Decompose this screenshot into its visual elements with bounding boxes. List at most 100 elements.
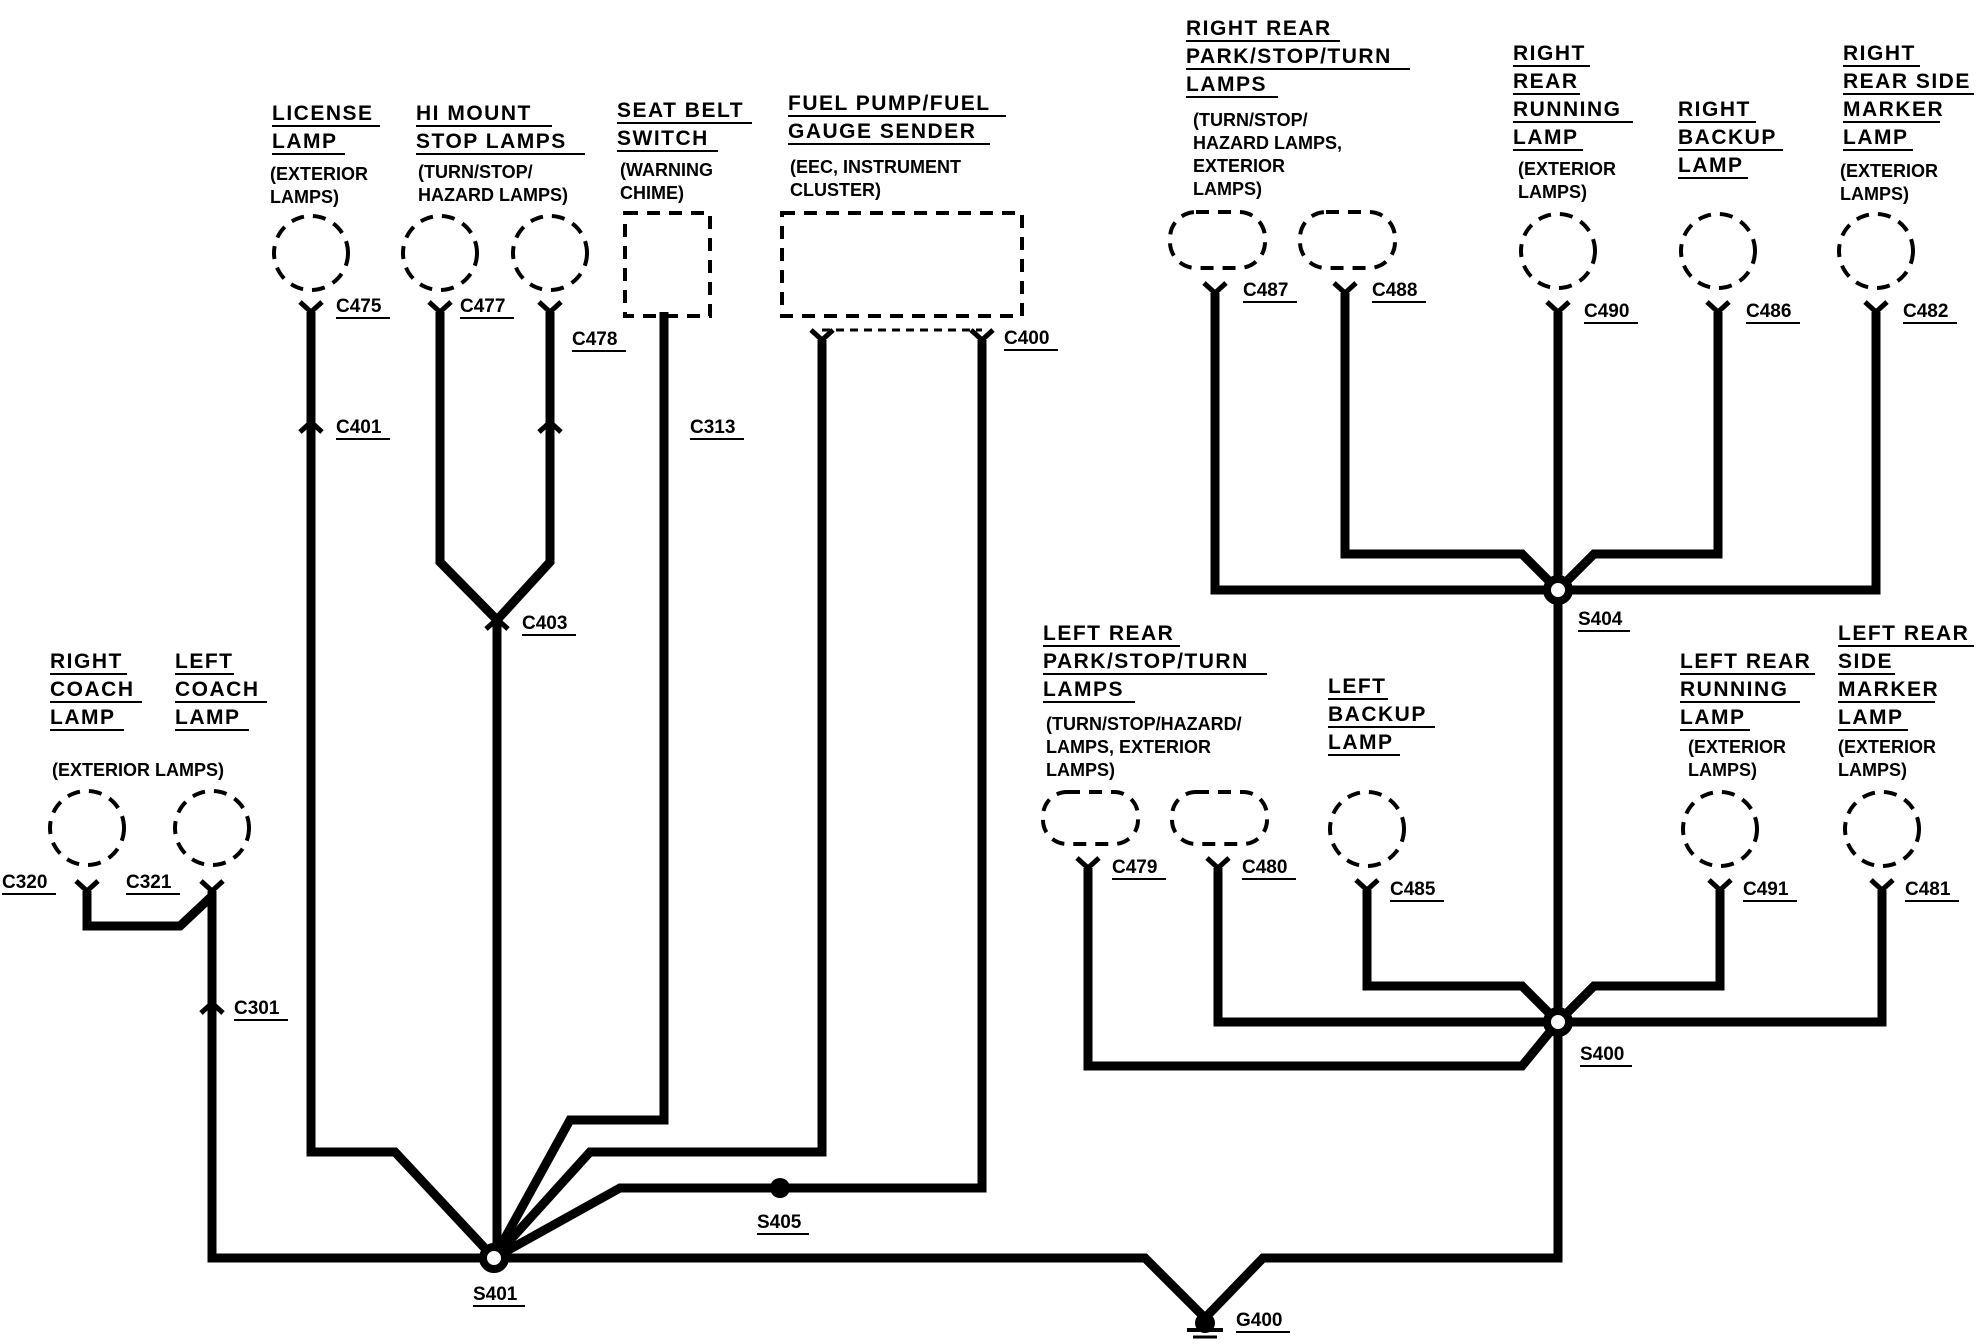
s400-label: S400 <box>1580 1044 1624 1065</box>
svg-text:(TURN/STOP/: (TURN/STOP/ <box>1193 110 1308 130</box>
c478-pin <box>537 300 563 316</box>
svg-text:RIGHT: RIGHT <box>1513 42 1586 65</box>
c486-pin <box>1705 300 1731 316</box>
svg-text:SEAT BELT: SEAT BELT <box>617 99 744 122</box>
svg-text:GAUGE SENDER: GAUGE SENDER <box>788 120 976 143</box>
c485-label: C485 <box>1390 879 1436 900</box>
svg-text:BACKUP: BACKUP <box>1678 126 1777 149</box>
connector-labels: C475 C477 C478 C400 C401 C313 C403 C487 … <box>2 280 1959 1021</box>
svg-text:CHIME): CHIME) <box>620 183 684 203</box>
seat-belt-wire <box>490 312 669 1261</box>
svg-text:LAMPS, EXTERIOR: LAMPS, EXTERIOR <box>1046 737 1211 757</box>
svg-text:HAZARD LAMPS): HAZARD LAMPS) <box>418 185 568 205</box>
s404-splice <box>1543 575 1573 605</box>
c488-pin <box>1332 281 1358 297</box>
c487-pin <box>1202 281 1228 297</box>
coach-lamps-note: (EXTERIOR LAMPS) <box>52 760 224 780</box>
left-backup-label: LEFT BACKUP LAMP <box>1328 675 1435 756</box>
svg-text:LAMPS): LAMPS) <box>1046 760 1115 780</box>
c400-label: C400 <box>1004 328 1049 349</box>
svg-text:LEFT: LEFT <box>1328 675 1387 698</box>
rr-pst-a-wire <box>1210 293 1558 595</box>
svg-text:MARKER: MARKER <box>1843 98 1944 121</box>
svg-text:COACH: COACH <box>175 678 260 701</box>
inline-connectors <box>199 418 563 1015</box>
hi-mount-wire-right <box>493 312 555 624</box>
c478-label: C478 <box>572 329 617 350</box>
svg-text:LAMP: LAMP <box>1838 706 1904 729</box>
g400-label: G400 <box>1236 1310 1282 1331</box>
right-rear-pst-label: RIGHT REAR PARK/STOP/TURN LAMPS (TURN/ST… <box>1186 17 1410 199</box>
hi-mount-stop-lamp-left-symbol <box>401 214 479 292</box>
svg-text:SIDE: SIDE <box>1838 650 1893 673</box>
svg-text:LAMP: LAMP <box>50 706 116 729</box>
license-lamp-wire <box>306 312 498 1262</box>
c321-label: C321 <box>126 872 172 893</box>
c321-pin <box>199 879 225 895</box>
svg-text:MARKER: MARKER <box>1838 678 1939 701</box>
license-lamp-label: LICENSE LAMP (EXTERIOR LAMPS) <box>270 102 380 207</box>
svg-text:LAMPS): LAMPS) <box>1193 179 1262 199</box>
svg-text:(WARNING: (WARNING <box>620 160 713 180</box>
c486-label: C486 <box>1746 301 1791 322</box>
svg-text:LAMPS): LAMPS) <box>1838 760 1907 780</box>
svg-text:LAMPS): LAMPS) <box>1840 184 1909 204</box>
rr-side-marker-wire <box>1558 312 1881 595</box>
c480-label: C480 <box>1242 857 1287 878</box>
svg-text:COACH: COACH <box>50 678 135 701</box>
svg-text:REAR SIDE: REAR SIDE <box>1843 70 1971 93</box>
splice-labels: S401 S405 S404 S400 G400 <box>473 609 1632 1333</box>
right-rear-pst-lamp-a-symbol <box>1168 210 1267 270</box>
hi-mount-stop-lamp-right-symbol <box>511 214 589 292</box>
lr-side-marker-wire <box>1558 890 1887 1027</box>
c487-label: C487 <box>1243 280 1288 301</box>
svg-text:EXTERIOR: EXTERIOR <box>1193 156 1285 176</box>
svg-text:SWITCH: SWITCH <box>617 127 709 150</box>
c482-pin <box>1863 300 1889 316</box>
right-rear-side-marker-label: RIGHT REAR SIDE MARKER LAMP (EXTERIOR LA… <box>1840 42 1974 204</box>
right-rear-pst-lamp-b-symbol <box>1298 210 1397 270</box>
svg-text:LAMPS): LAMPS) <box>1688 760 1757 780</box>
c403-label: C403 <box>522 613 567 634</box>
right-backup-label: RIGHT BACKUP LAMP <box>1678 98 1783 179</box>
svg-text:LEFT: LEFT <box>175 650 234 673</box>
svg-text:LAMP: LAMP <box>1678 154 1744 177</box>
left-rear-side-marker-symbol <box>1843 790 1921 868</box>
c485-pin <box>1354 878 1380 894</box>
svg-text:LEFT REAR: LEFT REAR <box>1838 622 1969 645</box>
fuel-pump-wire <box>490 340 827 1262</box>
rr-backup-wire <box>1554 312 1723 594</box>
seat-belt-switch-label: SEAT BELT SWITCH (WARNING CHIME) <box>617 99 752 203</box>
ground-icon <box>1187 1313 1223 1339</box>
fuel-pump-sender-label: FUEL PUMP/FUEL GAUGE SENDER (EEC, INSTRU… <box>788 92 1006 200</box>
s405-splice <box>770 1178 790 1198</box>
svg-text:HI MOUNT: HI MOUNT <box>416 102 532 125</box>
svg-text:(EXTERIOR: (EXTERIOR <box>270 164 368 184</box>
svg-text:LEFT REAR: LEFT REAR <box>1680 650 1811 673</box>
svg-text:PARK/STOP/TURN: PARK/STOP/TURN <box>1043 650 1249 673</box>
svg-text:RUNNING: RUNNING <box>1513 98 1622 121</box>
svg-text:RIGHT: RIGHT <box>50 650 123 673</box>
c488-label: C488 <box>1372 280 1417 301</box>
c475-label: C475 <box>336 296 382 317</box>
s400-to-g400-wire <box>1201 1022 1563 1322</box>
c475-pin <box>298 300 324 316</box>
svg-text:LAMP: LAMP <box>175 706 241 729</box>
svg-text:STOP LAMPS: STOP LAMPS <box>416 130 567 153</box>
s401-splice <box>479 1243 509 1273</box>
s401-label: S401 <box>473 1284 518 1305</box>
coach-to-s401-wire <box>207 891 494 1263</box>
s400-splice <box>1543 1007 1573 1037</box>
c320-label: C320 <box>2 872 47 893</box>
s405-label: S405 <box>757 1212 802 1233</box>
c320-pin <box>74 879 100 895</box>
svg-text:(EEC, INSTRUMENT: (EEC, INSTRUMENT <box>790 157 961 177</box>
license-lamp-symbol <box>272 214 350 292</box>
right-rear-running-label: RIGHT REAR RUNNING LAMP (EXTERIOR LAMPS) <box>1513 42 1633 202</box>
c313-label: C313 <box>690 417 735 438</box>
hi-mount-stop-lamps-label: HI MOUNT STOP LAMPS (TURN/STOP/ HAZARD L… <box>416 102 585 205</box>
c491-pin <box>1707 878 1733 894</box>
svg-text:(TURN/STOP/HAZARD/: (TURN/STOP/HAZARD/ <box>1046 714 1242 734</box>
svg-text:LAMP: LAMP <box>1513 126 1579 149</box>
svg-text:(EXTERIOR: (EXTERIOR <box>1838 737 1936 757</box>
